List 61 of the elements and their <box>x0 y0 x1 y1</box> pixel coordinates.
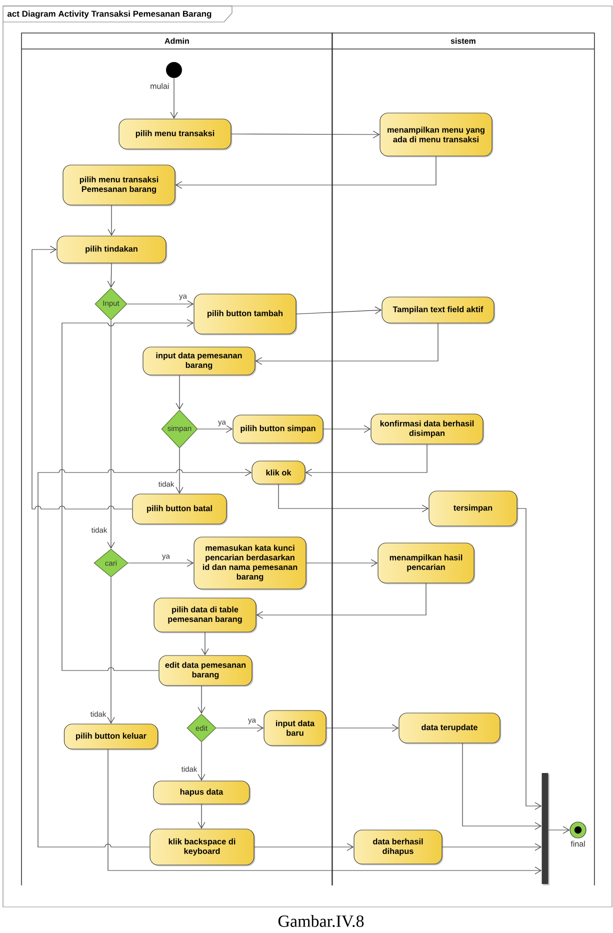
arrow <box>62 319 194 671</box>
arrow <box>517 508 542 810</box>
join-bar <box>542 773 550 886</box>
arrow <box>170 78 178 119</box>
arrow <box>326 724 399 732</box>
arrow <box>256 583 426 619</box>
arrow <box>198 742 206 781</box>
arrow <box>108 205 116 236</box>
activity-box: menampilkan hasil pencarian <box>378 542 476 584</box>
activity-box: data terupdate <box>398 712 502 744</box>
activity-box: input data pemesanan barang <box>142 346 256 376</box>
figure-caption: Gambar.IV.8 <box>278 914 364 928</box>
arrow <box>198 804 206 829</box>
arrow <box>107 577 115 724</box>
arrow <box>296 306 382 314</box>
arrow <box>442 843 542 851</box>
node-label: final <box>570 840 585 847</box>
arrow <box>462 743 542 830</box>
activity-box: pilih button tambah <box>194 294 298 336</box>
activity-box: edit data pemesanan barang <box>158 655 254 687</box>
activity-box: pilih menu transaksi <box>118 118 232 150</box>
arrow <box>216 724 264 732</box>
activity-box: konfirmasi data berhasil disimpan <box>370 414 484 446</box>
node-label: mulai <box>150 83 169 89</box>
arrow <box>323 425 371 433</box>
arrow <box>176 448 184 494</box>
activity-box: pilih menu transaksi Pemesanan barang <box>62 164 176 206</box>
activity-box: klik backspace di keyboard <box>150 828 256 866</box>
activity-box: pilih data di table pemesanan barang <box>154 598 258 634</box>
activity-box: hapus data <box>153 780 251 806</box>
arrow <box>107 320 115 549</box>
activity-box: klik ok <box>252 460 306 486</box>
activity-box: memasukan kata kunci pencarian berdasarkan id dan nama pemesanan barang <box>194 536 308 590</box>
activity-box: data berhasil dihapus <box>354 830 444 866</box>
arrow <box>175 156 436 189</box>
arrow <box>107 263 115 288</box>
arrow <box>254 843 354 851</box>
activity-box: pilih button simpan <box>232 414 324 444</box>
arrow <box>305 444 428 476</box>
arrow <box>231 130 380 138</box>
arrow <box>128 559 194 567</box>
activity-box: tersimpan <box>428 490 518 528</box>
arrow <box>176 375 184 410</box>
activity-box: Tampilan text field aktif <box>382 296 496 324</box>
activity-box: menampilkan menu yang ada di menu transaksi <box>380 112 494 158</box>
activity-box: pilih tindakan <box>56 236 168 264</box>
arrow <box>548 826 570 834</box>
arrow <box>201 632 209 656</box>
arrow <box>32 246 132 510</box>
activity-box: pilih button keluar <box>64 724 159 750</box>
arrow <box>38 468 252 848</box>
activity-box: pilih button batal <box>132 494 228 526</box>
arrow <box>198 425 233 433</box>
title-tab: act Diagram Activity Transaksi Pemesanan Barang <box>2 6 232 22</box>
arrow <box>108 749 542 874</box>
arrow <box>306 559 378 567</box>
arrow <box>278 484 429 512</box>
activity-box: input data baru <box>264 710 328 747</box>
arrow <box>198 686 206 714</box>
arrow <box>127 300 194 308</box>
arrow <box>255 323 438 365</box>
